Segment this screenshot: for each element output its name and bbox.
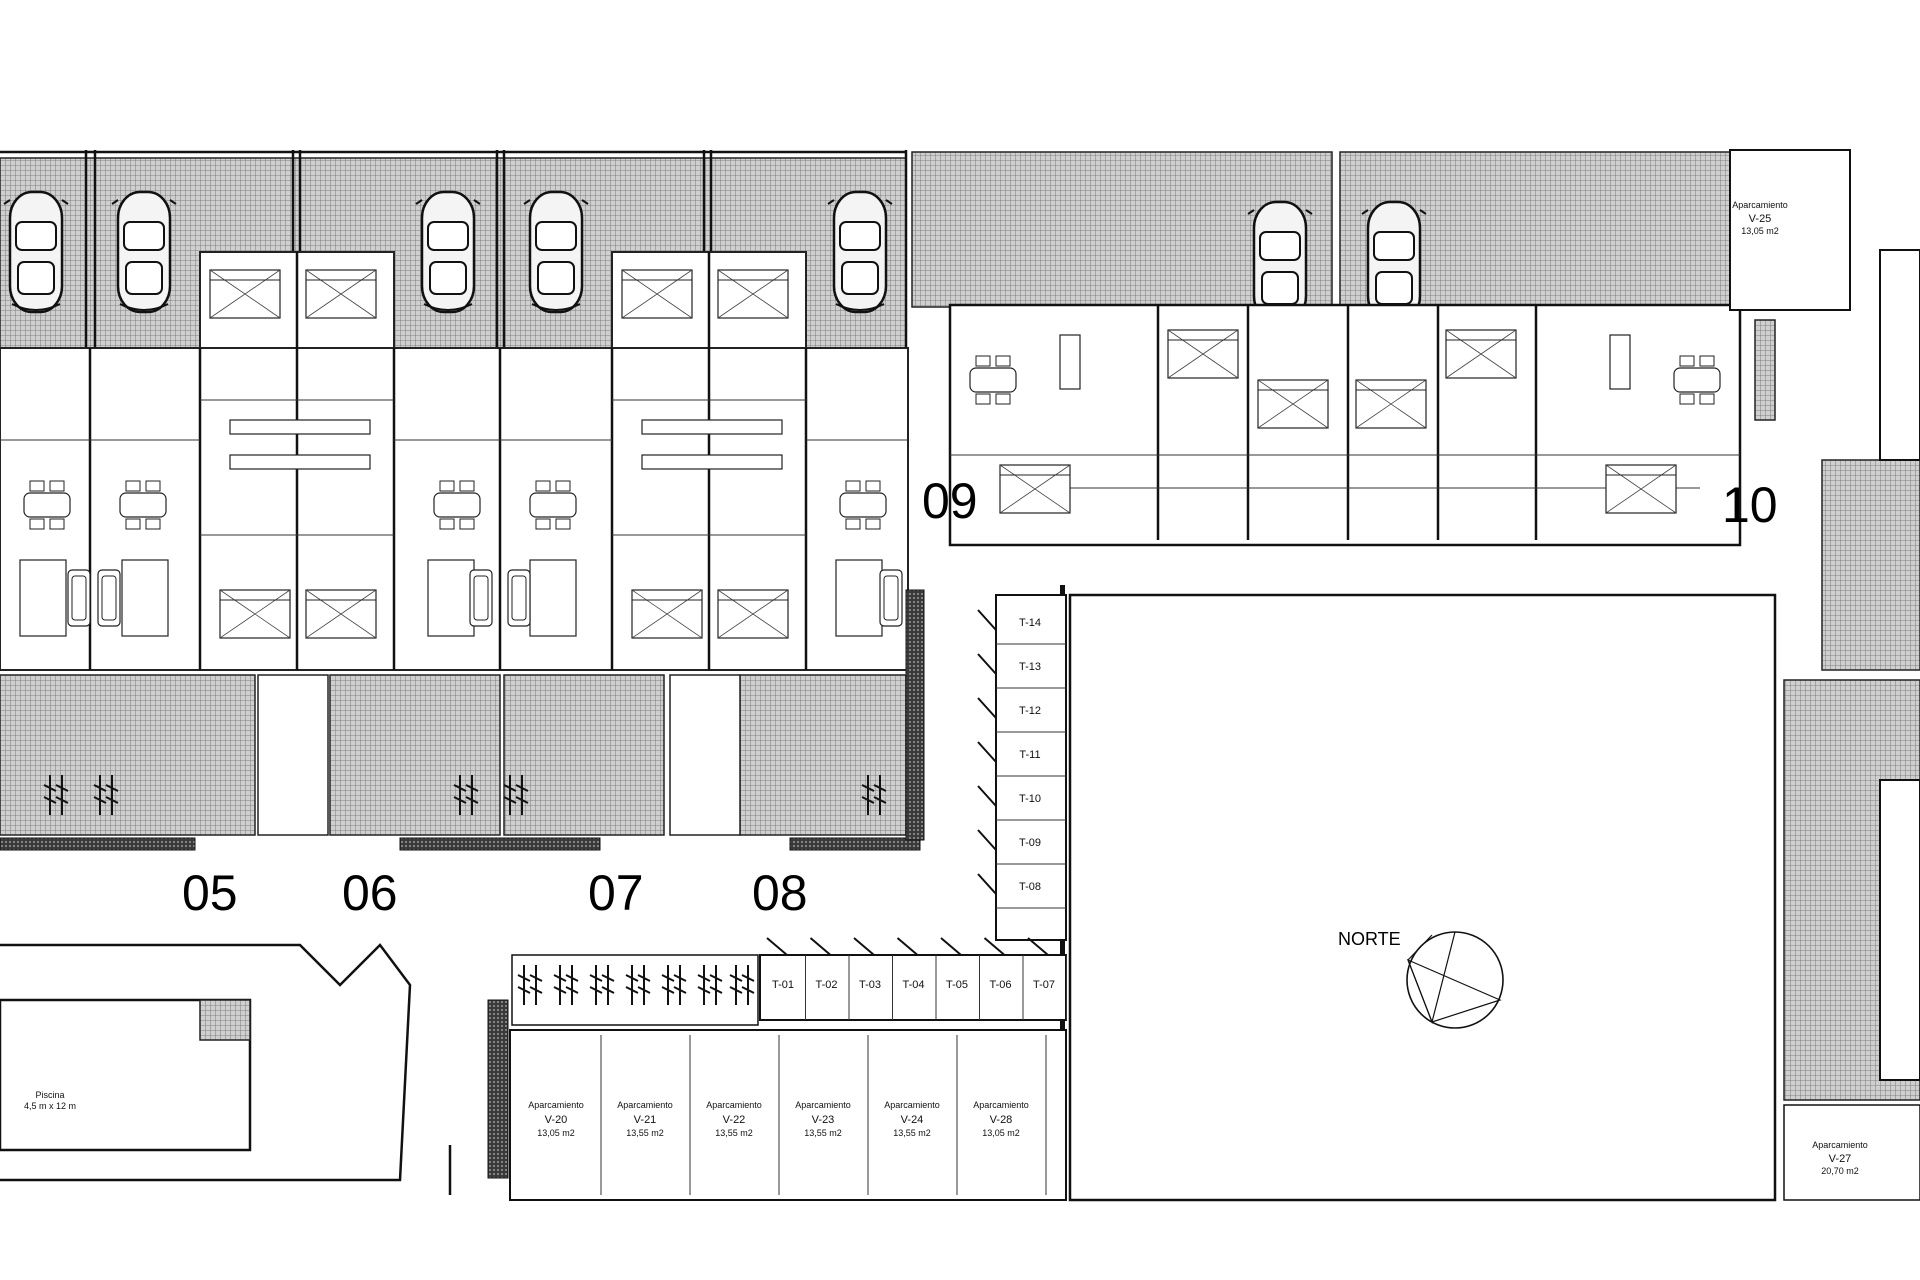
storage-column bbox=[977, 594, 1067, 941]
pool-labels: Piscina 4,5 m x 12 m bbox=[24, 1090, 76, 1111]
v25-area: 13,05 m2 bbox=[1741, 226, 1779, 236]
parking-area: 13,55 m2 bbox=[893, 1128, 931, 1138]
storage-row-label: T-05 bbox=[946, 979, 968, 991]
lower-garden-strip bbox=[0, 589, 925, 851]
parking-code: V-23 bbox=[812, 1114, 835, 1126]
unit-number-07: 07 bbox=[588, 865, 644, 921]
parking-code: V-22 bbox=[723, 1114, 746, 1126]
storage-unit-label: T-10 bbox=[1019, 793, 1041, 805]
v27-area: 20,70 m2 bbox=[1821, 1166, 1859, 1176]
storage-unit-label: T-12 bbox=[1019, 705, 1041, 717]
pool-name: Piscina bbox=[35, 1090, 64, 1100]
pool-dims: 4,5 m x 12 m bbox=[24, 1101, 76, 1111]
parking-area: 13,05 m2 bbox=[537, 1128, 575, 1138]
parking-word: Aparcamiento bbox=[973, 1100, 1029, 1110]
bottom-parking bbox=[487, 954, 1067, 1201]
storage-row-label: T-07 bbox=[1033, 979, 1055, 991]
parking-code: V-21 bbox=[634, 1114, 657, 1126]
storage-row-label: T-04 bbox=[902, 979, 924, 991]
parking-word: Aparcamiento bbox=[884, 1100, 940, 1110]
parking-word: Aparcamiento bbox=[706, 1100, 762, 1110]
parking-area: 13,55 m2 bbox=[626, 1128, 664, 1138]
storage-row-label: T-01 bbox=[772, 979, 794, 991]
parking-code: V-20 bbox=[545, 1114, 568, 1126]
unit-number-labels: 05 06 07 08 09 10 bbox=[182, 473, 1778, 921]
parking-area: 13,05 m2 bbox=[982, 1128, 1020, 1138]
units-09-10-block bbox=[948, 149, 1851, 547]
parking-v27: Aparcamiento V-27 20,70 m2 bbox=[1812, 1140, 1868, 1176]
parking-v25: Aparcamiento V-25 13,05 m2 bbox=[1732, 200, 1788, 236]
storage-column-labels: T-14T-13T-12T-11T-10T-09T-08 bbox=[1019, 617, 1041, 893]
pool-area bbox=[0, 943, 452, 1195]
v27-word: Aparcamiento bbox=[1812, 1140, 1868, 1150]
storage-unit-label: T-09 bbox=[1019, 837, 1041, 849]
unit-number-05: 05 bbox=[182, 865, 238, 921]
right-side-hatch bbox=[1783, 249, 1920, 1201]
parking-word: Aparcamiento bbox=[795, 1100, 851, 1110]
parking-word: Aparcamiento bbox=[528, 1100, 584, 1110]
unit-number-06: 06 bbox=[342, 865, 398, 921]
parking-area: 13,55 m2 bbox=[804, 1128, 842, 1138]
parking-area: 13,55 m2 bbox=[715, 1128, 753, 1138]
storage-unit-label: T-14 bbox=[1019, 617, 1041, 629]
unit-number-09: 09 bbox=[922, 473, 978, 529]
v25-code: V-25 bbox=[1749, 213, 1772, 225]
unit-number-08: 08 bbox=[752, 865, 808, 921]
v25-word: Aparcamiento bbox=[1732, 200, 1788, 210]
north-arrow: NORTE bbox=[1338, 929, 1504, 1029]
storage-unit-label: T-13 bbox=[1019, 661, 1041, 673]
central-courtyard bbox=[1060, 585, 1777, 1202]
living-furniture-05-08 bbox=[19, 419, 903, 637]
v27-code: V-27 bbox=[1829, 1153, 1852, 1165]
storage-row-labels: T-01 T-02 T-03 T-04 T-05 T-06 T-07 bbox=[772, 979, 1055, 991]
storage-unit-label: T-11 bbox=[1019, 749, 1040, 761]
storage-row-label: T-03 bbox=[859, 979, 881, 991]
parking-code: V-28 bbox=[990, 1114, 1013, 1126]
parking-code: V-24 bbox=[901, 1114, 924, 1126]
storage-row bbox=[759, 937, 1067, 1021]
parking-word: Aparcamiento bbox=[617, 1100, 673, 1110]
unit-number-10: 10 bbox=[1722, 477, 1778, 533]
storage-row-label: T-06 bbox=[989, 979, 1011, 991]
north-label: NORTE bbox=[1338, 929, 1401, 949]
storage-row-label: T-02 bbox=[815, 979, 837, 991]
storage-unit-label: T-08 bbox=[1019, 881, 1041, 893]
